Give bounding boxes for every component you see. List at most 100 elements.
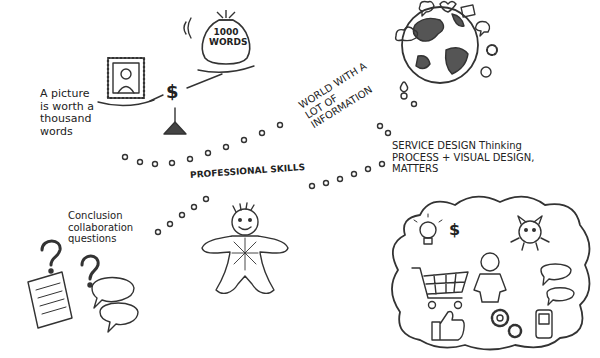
money-bag-knot bbox=[217, 10, 235, 20]
globe-icons bbox=[419, 2, 434, 17]
dotted-path bbox=[138, 160, 143, 165]
motion-lines bbox=[184, 22, 186, 34]
cloud-icons bbox=[541, 264, 571, 285]
cloud-icons bbox=[412, 268, 468, 298]
question-marks bbox=[42, 241, 60, 265]
cloud-icons bbox=[432, 311, 464, 340]
cloud-icons bbox=[492, 310, 508, 326]
cloud-icons bbox=[536, 310, 552, 338]
globe-icons bbox=[481, 67, 491, 77]
caption-note: A picture is worth a thousand words bbox=[40, 88, 98, 139]
question-marks bbox=[42, 241, 98, 287]
globe bbox=[402, 7, 478, 83]
person-figure bbox=[232, 209, 258, 235]
dotted-path bbox=[188, 157, 193, 162]
picture-stamp bbox=[121, 69, 131, 79]
motion-lines bbox=[188, 18, 191, 38]
cloud-icons bbox=[414, 214, 442, 222]
dotted-path bbox=[278, 123, 283, 128]
topic-note: SERVICE DESIGN Thinking PROCESS + VISUAL… bbox=[392, 140, 542, 175]
balance-scale bbox=[187, 74, 222, 88]
dotted-path bbox=[192, 205, 197, 210]
cloud-icons bbox=[481, 253, 499, 271]
dotted-path bbox=[168, 222, 173, 227]
dotted-path bbox=[352, 172, 357, 177]
document-sheet bbox=[28, 272, 72, 328]
globe bbox=[402, 7, 478, 83]
cloud-icons bbox=[412, 214, 574, 340]
dotted-path bbox=[206, 151, 211, 156]
person-figure bbox=[202, 203, 288, 293]
question-marks bbox=[88, 283, 92, 287]
cloud-icons bbox=[420, 222, 436, 238]
thought-cloud bbox=[392, 197, 590, 350]
cloud-icons bbox=[424, 238, 432, 244]
document-sheet bbox=[28, 272, 72, 328]
topic-note: Conclusion collaboration questions bbox=[68, 210, 152, 245]
dotted-path bbox=[156, 230, 161, 235]
person-figure bbox=[239, 227, 251, 230]
cloud-icons bbox=[511, 216, 549, 250]
dotted-path bbox=[380, 162, 385, 167]
dollar-sign: $ bbox=[449, 221, 460, 239]
globe-icons bbox=[487, 45, 497, 55]
picture-stamp bbox=[108, 58, 144, 98]
person-figure bbox=[239, 219, 242, 222]
globe-icons bbox=[476, 22, 490, 37]
dotted-path bbox=[366, 167, 371, 172]
dotted-path bbox=[310, 184, 315, 189]
document-sheet bbox=[36, 283, 66, 314]
person-figure bbox=[249, 219, 252, 222]
balance-scale bbox=[98, 100, 154, 106]
dotted-path bbox=[378, 124, 383, 129]
motion-lines bbox=[184, 18, 191, 38]
section-heading: PROFESSIONAL SKILLS bbox=[190, 162, 306, 180]
picture-stamp bbox=[113, 63, 139, 93]
topic-note: Conclusion collaboration questions bbox=[68, 210, 152, 245]
picture-stamp bbox=[108, 58, 144, 98]
section-heading: PROFESSIONAL SKILLS bbox=[190, 162, 306, 180]
globe bbox=[446, 48, 468, 74]
thought-cloud bbox=[392, 197, 590, 350]
dotted-path bbox=[260, 131, 265, 136]
cloud-icons bbox=[519, 221, 541, 243]
cloud-icons bbox=[539, 314, 549, 324]
globe-icons bbox=[440, 2, 456, 13]
caption-note: A picture is worth a thousand words bbox=[40, 88, 98, 139]
globe bbox=[416, 56, 430, 69]
question-marks bbox=[82, 256, 98, 279]
dollar-sign: $ bbox=[166, 82, 179, 103]
node-text: 1000 WORDS bbox=[209, 4, 243, 48]
globe-icons bbox=[400, 82, 407, 92]
cloud-icons bbox=[533, 229, 536, 232]
cloud-icons bbox=[547, 288, 574, 305]
person-figure bbox=[232, 238, 258, 270]
dotted-path bbox=[386, 131, 391, 136]
question-marks bbox=[49, 269, 53, 273]
dollar-sign: $ bbox=[449, 221, 460, 239]
dollar-sign: $ bbox=[166, 82, 179, 103]
money-bag: 1000 WORDS bbox=[195, 4, 257, 66]
balance-scale bbox=[198, 66, 254, 72]
cloud-icons bbox=[474, 274, 506, 302]
dotted-path bbox=[324, 181, 329, 186]
cloud-icons bbox=[455, 302, 462, 309]
globe-icons bbox=[396, 27, 418, 41]
picture-stamp bbox=[118, 87, 134, 94]
balance-scale bbox=[150, 95, 163, 101]
dotted-path bbox=[204, 197, 209, 202]
dotted-path bbox=[153, 162, 158, 167]
path-note: WORLD WITH A LOT OF INFORMATION bbox=[297, 60, 381, 131]
balance-scale bbox=[98, 66, 254, 134]
globe bbox=[413, 18, 443, 41]
dotted-path bbox=[123, 102, 417, 235]
globe-icons bbox=[396, 2, 497, 100]
dotted-path bbox=[180, 213, 185, 218]
path-note: WORLD WITH A LOT OF INFORMATION bbox=[297, 60, 381, 131]
speech-bubbles bbox=[100, 303, 138, 332]
person-figure bbox=[202, 236, 288, 293]
dotted-path bbox=[338, 177, 343, 182]
